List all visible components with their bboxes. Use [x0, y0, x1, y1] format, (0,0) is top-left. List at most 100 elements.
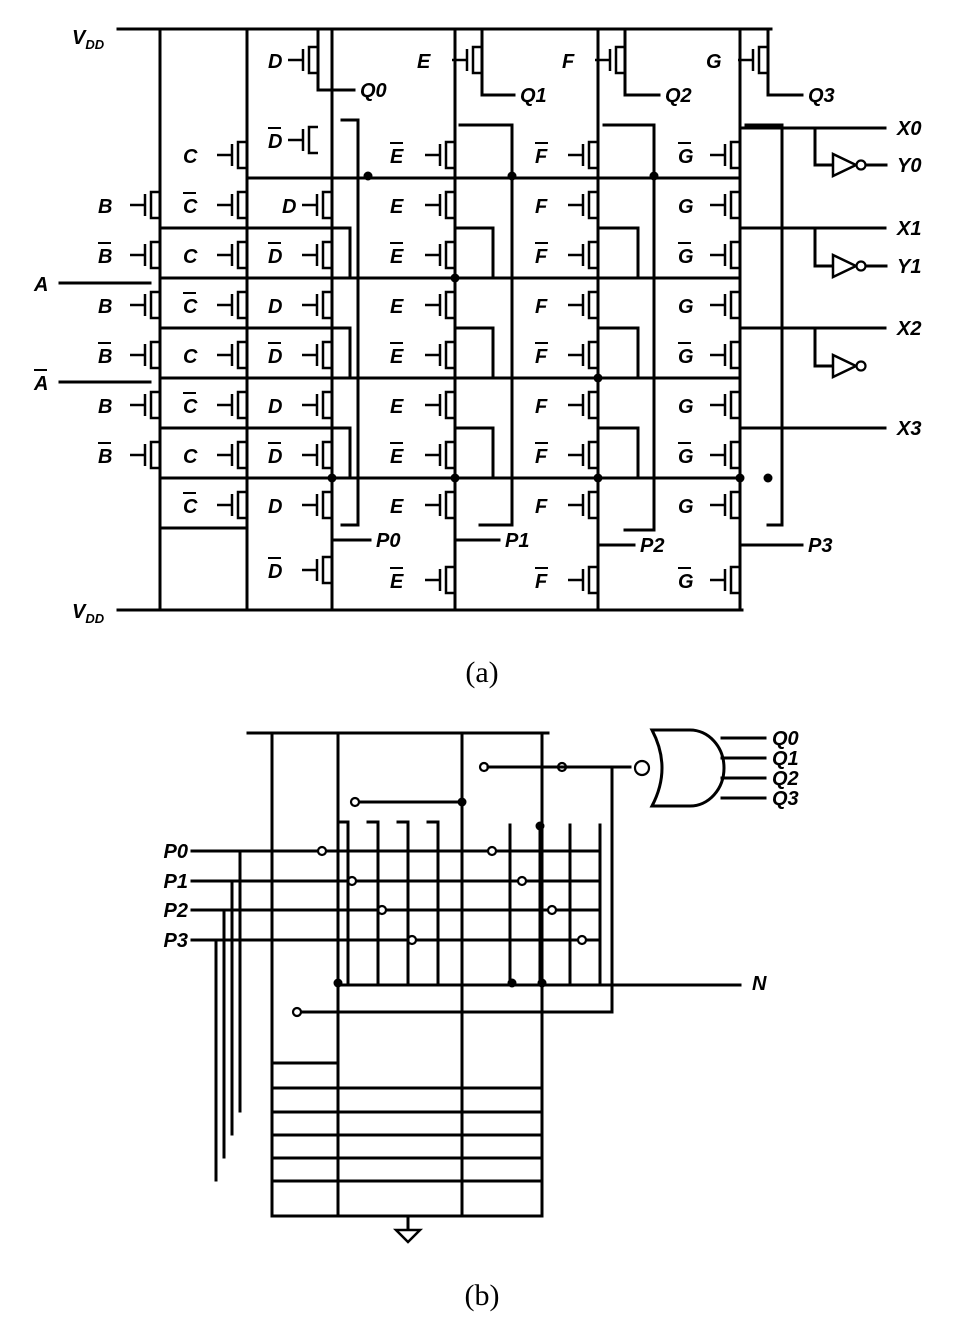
- p-output-label-3: P3: [808, 535, 832, 557]
- x-output-label-0: X0: [896, 118, 921, 140]
- inverter-input-2: [813, 326, 835, 368]
- label-e-6: E: [390, 396, 404, 418]
- label-d-9: D: [268, 561, 282, 583]
- transistor-c-5-channel: [236, 390, 247, 420]
- fig-b-junction-1: [535, 821, 545, 831]
- label-e-2: E: [390, 196, 404, 218]
- transistor-g-5-channel: [729, 340, 740, 370]
- transistor-e-0-channel: [471, 45, 482, 75]
- label-f-6: F: [535, 396, 548, 418]
- label-b-0: B: [98, 196, 112, 218]
- transistor-d-2-channel: [321, 190, 332, 220]
- label-g-7: G: [678, 446, 694, 468]
- label-g-0: G: [706, 51, 722, 73]
- fig-b-gate-input-label-2: Q2: [772, 768, 799, 790]
- vdd-bottom-label: VDD: [72, 601, 105, 626]
- junction-a-9: [763, 473, 773, 483]
- inverter-0: [831, 152, 859, 178]
- fig-b-stair-l-0: [336, 820, 350, 987]
- label-d-5: D: [268, 346, 282, 368]
- x-output-label-2: X2: [896, 318, 921, 340]
- junction-a-4: [593, 373, 603, 383]
- label-g-4: G: [678, 296, 694, 318]
- p-output-label-2: P2: [640, 535, 664, 557]
- label-g-6: G: [678, 396, 694, 418]
- transistor-c-1-channel: [236, 190, 247, 220]
- figure-b-wiring: [190, 728, 767, 1244]
- label-e-4: E: [390, 296, 404, 318]
- junction-a-5: [327, 473, 337, 483]
- x-output-label-3: X3: [896, 418, 921, 440]
- q-output-label-3: Q3: [808, 85, 835, 107]
- transistor-c-2-channel: [236, 240, 247, 270]
- junction-a-0: [363, 171, 373, 181]
- transistor-f-2-channel: [587, 190, 598, 220]
- transistor-g-0-channel: [757, 45, 768, 75]
- transistor-f-5-channel: [587, 340, 598, 370]
- fig-b-stair-l-2: [396, 820, 410, 987]
- fig-b-pmos-bubble-r1: [516, 875, 528, 887]
- label-c-0: C: [183, 146, 198, 168]
- caption-a: (a): [465, 656, 498, 689]
- cross-de-2: [330, 426, 457, 480]
- label-e-7: E: [390, 446, 404, 468]
- transistor-d-0-channel: [307, 45, 318, 75]
- fig-b-input-label-3: P3: [164, 930, 188, 952]
- transistor-d-6-channel: [321, 390, 332, 420]
- label-b-5: B: [98, 446, 112, 468]
- transistor-d-3-channel: [321, 240, 332, 270]
- fig-b-input-label-1: P1: [164, 871, 188, 893]
- vdd-top-label: VDD: [72, 27, 105, 52]
- transistor-f-4-channel: [587, 290, 598, 320]
- transistor-b-3-channel: [149, 340, 160, 370]
- transistor-f-6-channel: [587, 390, 598, 420]
- label-g-5: G: [678, 346, 694, 368]
- label-e-9: E: [390, 571, 404, 593]
- transistor-f-3-channel: [587, 240, 598, 270]
- inverter-bubble-2: [855, 360, 867, 372]
- transistor-e-3-channel: [444, 240, 455, 270]
- inverter-2: [831, 353, 859, 379]
- label-b-2: B: [98, 296, 112, 318]
- cross-ef-2: [453, 426, 600, 480]
- transistor-c-6-channel: [236, 440, 247, 470]
- transistor-e-6-channel: [444, 390, 455, 420]
- fig-b-gate-input-label-1: Q1: [772, 748, 799, 770]
- ground-icon: [392, 1228, 424, 1244]
- label-c-1: C: [183, 196, 198, 218]
- q-output-label-1: Q1: [520, 85, 547, 107]
- transistor-g-2-channel: [729, 190, 740, 220]
- transistor-g-1-channel: [729, 140, 740, 170]
- transistor-c-4-channel: [236, 340, 247, 370]
- transistor-d-5-channel: [321, 340, 332, 370]
- inverter-bubble-0: [855, 159, 867, 171]
- transistor-c-3-channel: [236, 290, 247, 320]
- inverter-1: [831, 253, 859, 279]
- label-f-3: F: [535, 246, 548, 268]
- fig-b-junction-4: [537, 978, 547, 988]
- cross-fg-1: [596, 326, 742, 380]
- lower-bubble-0: [291, 1006, 303, 1018]
- transistor-c-0-channel: [236, 140, 247, 170]
- label-d-2: D: [282, 196, 296, 218]
- fig-b-stair-l-1: [366, 820, 380, 987]
- fig-b-junction-2: [333, 978, 343, 988]
- transistor-e-5-channel: [444, 340, 455, 370]
- transistor-d-4-channel: [321, 290, 332, 320]
- fig-b-pmos-bubble-r0: [486, 845, 498, 857]
- transistor-d-7-channel: [321, 440, 332, 470]
- nand-gate-bubble: [633, 759, 651, 777]
- label-d-3: D: [268, 246, 282, 268]
- fig-b-pmos-bubble-0: [316, 845, 328, 857]
- label-e-5: E: [390, 346, 404, 368]
- p-output-label-1: P1: [505, 530, 529, 552]
- caption-b: (b): [465, 1279, 500, 1312]
- p-output-label-0: P0: [376, 530, 400, 552]
- transistor-b-1-channel: [149, 240, 160, 270]
- inverter-input-1: [813, 226, 835, 268]
- transistor-e-2-channel: [444, 190, 455, 220]
- label-d-4: D: [268, 296, 282, 318]
- transistor-e-1-channel: [444, 140, 455, 170]
- transistor-b-5-channel: [149, 440, 160, 470]
- transistor-g-9-channel: [729, 565, 740, 595]
